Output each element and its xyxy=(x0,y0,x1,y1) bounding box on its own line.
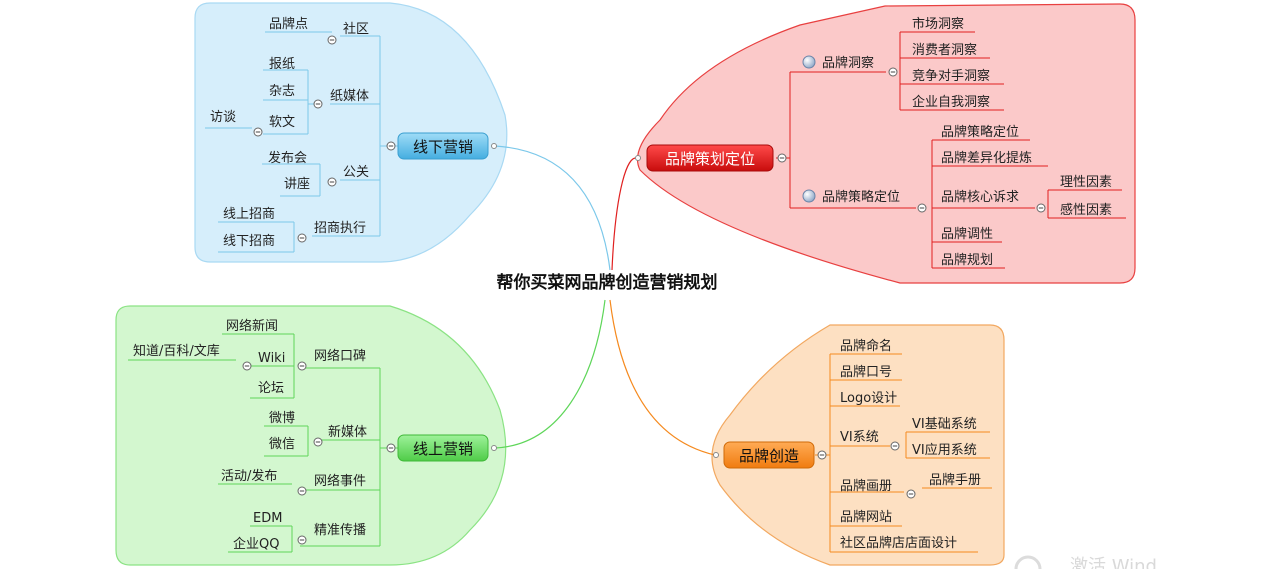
strategy-main-label: 品牌策划定位 xyxy=(665,150,755,168)
strategy-group-insight: 品牌洞察 xyxy=(822,55,874,71)
online-main-label: 线上营销 xyxy=(413,440,473,458)
online-item-activity: 活动/发布 xyxy=(221,468,277,484)
online-item-news: 网络新闻 xyxy=(226,318,278,334)
strategy-group-positioning: 品牌策略定位 xyxy=(822,189,900,205)
positioning-marker-icon xyxy=(802,189,816,203)
online-group-precision: 精准传播 xyxy=(314,523,366,538)
watermark-text: 激活 Wind xyxy=(1070,556,1157,569)
creation-main-node[interactable] xyxy=(723,441,815,469)
strategy-item-positioning: 品牌策略定位 xyxy=(941,124,1019,140)
online-item-wiki: Wiki xyxy=(258,351,285,366)
offline-item-lecture: 讲座 xyxy=(284,177,310,192)
strategy-item-consumer: 消费者洞察 xyxy=(912,43,977,58)
creation-item-album: 品牌画册 xyxy=(840,478,892,494)
creation-region xyxy=(711,324,1005,566)
offline-item-online-recruit: 线上招商 xyxy=(223,207,275,222)
creation-item-handbook: 品牌手册 xyxy=(929,472,981,488)
creation-branch xyxy=(815,353,992,553)
online-item-baike: 知道/百科/文库 xyxy=(133,343,220,359)
offline-main-node[interactable] xyxy=(397,132,489,160)
offline-group-print: 纸媒体 xyxy=(330,89,369,104)
offline-item-brand-point: 品牌点 xyxy=(269,16,308,32)
connector-center-creation xyxy=(609,299,716,456)
watermark-icon xyxy=(1014,555,1042,569)
creation-main-label: 品牌创造 xyxy=(739,447,799,465)
online-item-forum: 论坛 xyxy=(258,381,284,396)
strategy-item-market: 市场洞察 xyxy=(912,16,964,32)
online-item-weibo: 微博 xyxy=(269,411,295,426)
offline-item-magazine: 杂志 xyxy=(269,84,295,99)
strategy-branch xyxy=(776,31,1126,269)
connector-center-offline xyxy=(494,145,611,271)
offline-group-community: 社区 xyxy=(343,21,369,37)
online-link-dot xyxy=(491,445,497,451)
online-item-qq: 企业QQ xyxy=(233,536,279,552)
creation-item-website: 品牌网站 xyxy=(840,509,892,525)
creation-item-store: 社区品牌店店面设计 xyxy=(840,535,957,551)
creation-item-naming: 品牌命名 xyxy=(840,338,892,354)
creation-item-vi-basic: VI基础系统 xyxy=(912,417,977,432)
creation-link-dot xyxy=(713,452,719,458)
strategy-item-tone: 品牌调性 xyxy=(941,226,993,242)
strategy-item-self: 企业自我洞察 xyxy=(912,94,990,110)
strategy-item-core-appeal: 品牌核心诉求 xyxy=(941,189,1019,205)
offline-link-dot xyxy=(491,143,497,149)
strategy-item-rational: 理性因素 xyxy=(1060,175,1112,190)
online-region xyxy=(115,305,507,566)
strategy-main-node[interactable] xyxy=(646,144,774,172)
strategy-item-differentiation: 品牌差异化提炼 xyxy=(941,150,1032,166)
offline-item-newspaper: 报纸 xyxy=(269,57,295,72)
offline-item-offline-recruit: 线下招商 xyxy=(223,234,275,249)
strategy-item-planning: 品牌规划 xyxy=(941,252,993,268)
offline-item-softarticle: 软文 xyxy=(269,115,295,130)
offline-group-pr: 公关 xyxy=(343,165,369,180)
center-title: 帮你买菜网品牌创造营销规划 xyxy=(497,272,718,293)
strategy-region xyxy=(636,3,1136,284)
creation-item-slogan: 品牌口号 xyxy=(840,364,892,380)
connector-center-strategy xyxy=(611,157,636,271)
offline-region xyxy=(194,2,508,263)
connector-center-online xyxy=(494,299,606,449)
creation-item-logo: Logo设计 xyxy=(840,391,897,406)
activation-watermark: 激活 Wind xyxy=(1014,555,1157,569)
insight-marker-icon xyxy=(802,55,816,69)
online-item-edm: EDM xyxy=(253,511,282,526)
online-group-newmedia: 新媒体 xyxy=(328,424,367,440)
strategy-item-competitor: 竞争对手洞察 xyxy=(912,68,990,84)
strategy-link-dot xyxy=(635,155,641,161)
online-item-wechat: 微信 xyxy=(269,437,295,452)
online-group-event: 网络事件 xyxy=(314,473,366,489)
online-group-wom: 网络口碑 xyxy=(314,348,366,364)
online-main-node[interactable] xyxy=(397,434,489,462)
online-branch xyxy=(128,333,398,553)
offline-branch xyxy=(205,31,398,253)
offline-group-merchant: 招商执行 xyxy=(314,221,366,236)
offline-main-label: 线下营销 xyxy=(413,138,473,156)
creation-item-vi-app: VI应用系统 xyxy=(912,442,977,458)
strategy-item-emotional: 感性因素 xyxy=(1060,202,1112,218)
offline-item-interview: 访谈 xyxy=(210,110,236,125)
creation-item-vi: VI系统 xyxy=(840,430,879,445)
offline-item-launch: 发布会 xyxy=(268,150,307,166)
